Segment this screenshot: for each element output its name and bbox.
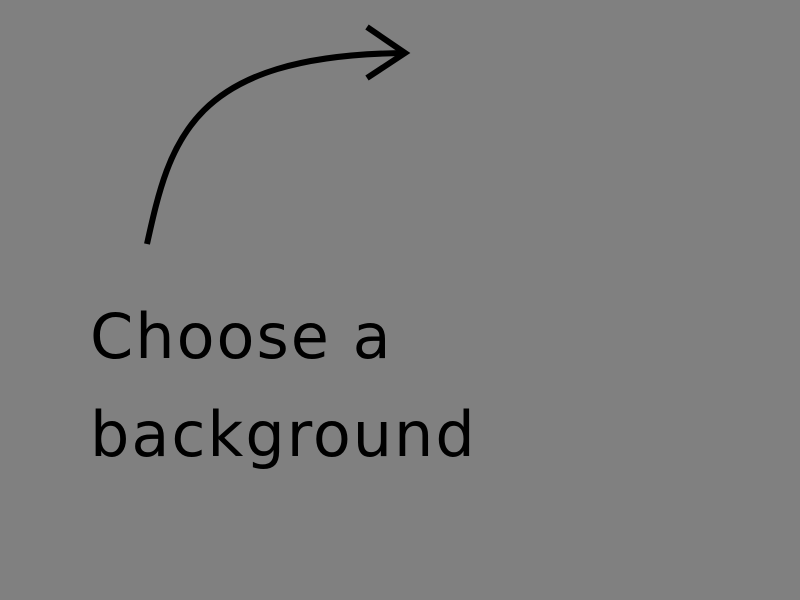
hint-line-2: background [90, 398, 477, 471]
arrow-shaft [144, 50, 406, 245]
arrow-head [365, 24, 411, 81]
choose-background-hint: Choose a background [90, 288, 510, 484]
hint-line-1: Choose a [90, 300, 393, 373]
